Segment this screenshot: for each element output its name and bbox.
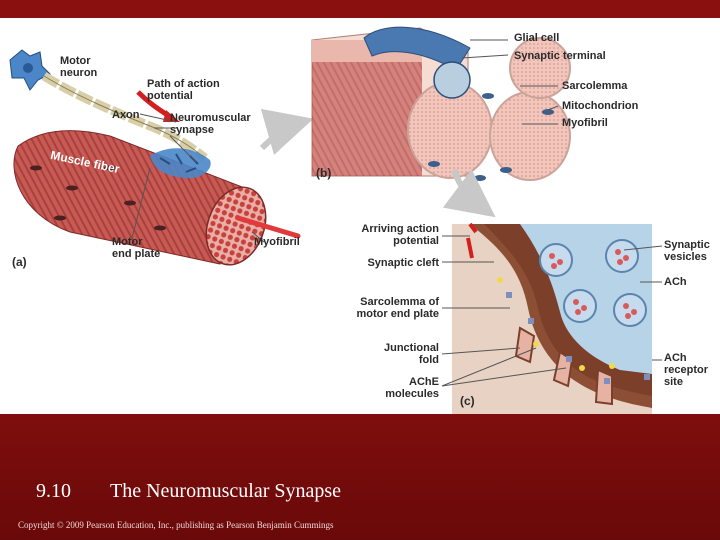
ach-molecules-in-vesicles [549, 249, 637, 319]
slide-number: 9.10 [36, 480, 71, 502]
label-ach-receptor-site: ACh receptor site [664, 352, 709, 388]
panel-b-letter: (b) [316, 166, 332, 180]
myofibril-rod [235, 215, 301, 239]
label-glial-cell: Glial cell [514, 32, 560, 44]
label-motor-neuron: Motor neuron [60, 55, 98, 79]
label-synaptic-vesicles: Synaptic vesicles [664, 239, 710, 263]
synaptic-terminal [433, 61, 471, 99]
muscle-fiber [13, 130, 267, 266]
label-junctional-fold: Junctional fold [383, 342, 439, 366]
axon [41, 72, 208, 162]
label-synaptic-cleft: Synaptic cleft [367, 257, 439, 269]
label-myofibril-b: Myofibril [562, 117, 608, 129]
synaptic-vesicles [539, 239, 647, 327]
title-bar-strip [0, 0, 720, 18]
label-myofibril-a: Myofibril [254, 236, 300, 248]
panel-a-letter: (a) [12, 255, 27, 269]
label-sarcolemma-of-motor-end-plate: Sarcolemma of motor end plate [356, 296, 439, 320]
slide-title: The Neuromuscular Synapse [110, 480, 342, 502]
zoom-arrow-b-to-c [442, 168, 496, 218]
label-ache-molecules: AChE molecules [385, 376, 439, 400]
label-motor-end-plate: Motor end plate [112, 236, 161, 260]
label-axon: Axon [112, 109, 140, 121]
label-path-of-action-potential: Path of action potential [147, 78, 220, 102]
label-sarcolemma: Sarcolemma [562, 80, 628, 92]
label-mitochondrion: Mitochondrion [562, 100, 639, 112]
neuromuscular-synapse-branching [150, 148, 211, 179]
motor-neuron-cell-body [9, 49, 51, 91]
panel-c-leader-lines [441, 235, 663, 387]
figure-artwork [9, 26, 663, 414]
panel-b-leader-lines [461, 39, 559, 125]
label-synaptic-terminal: Synaptic terminal [514, 50, 606, 62]
label-ach: ACh [664, 276, 687, 288]
ach-receptor-sites [506, 292, 650, 384]
zoom-arrow-a-to-b [259, 108, 314, 155]
neuromuscular-figure: Motor neuron Path of action potential Ax… [0, 18, 720, 414]
panel-c-letter: (c) [460, 394, 475, 408]
ache-molecules [497, 277, 615, 371]
glial-cell [363, 26, 471, 71]
slide-footer-band [0, 414, 720, 540]
label-neuromuscular-synapse: Neuromuscular synapse [170, 112, 251, 136]
panel-a-leader-lines [131, 113, 265, 243]
label-arriving-action-potential: Arriving action potential [361, 223, 439, 247]
copyright-notice: Copyright © 2009 Pearson Education, Inc.… [18, 520, 334, 530]
